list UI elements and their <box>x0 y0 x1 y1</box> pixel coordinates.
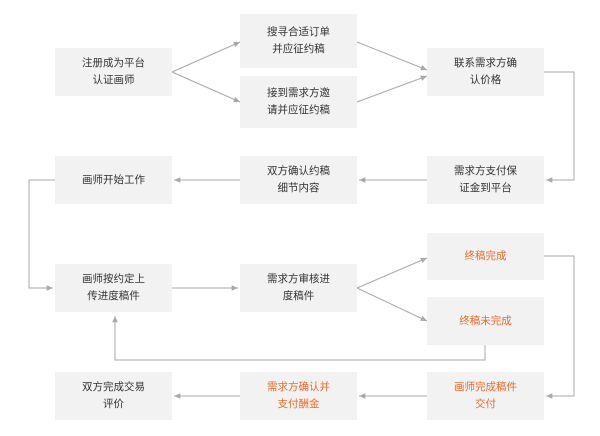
step-start-work: 画师开始工作 <box>55 156 172 204</box>
step-receive-invitation: 接到需求方邀 请并应征约稿 <box>240 76 357 128</box>
step-upload-progress: 画师按约定上 传进度稿件 <box>55 264 172 312</box>
step-client-deposit-label: 需求方支付保 证金到平台 <box>454 165 517 194</box>
arrow-review-to-notdone <box>356 287 428 322</box>
step-confirm-details-label: 双方确认约稿 细节内容 <box>267 165 330 194</box>
step-client-deposit: 需求方支付保 证金到平台 <box>427 156 544 204</box>
step-pay-reward-label: 需求方确认并 支付酬金 <box>267 381 330 410</box>
step-contact-client-label: 联系需求方确 认价格 <box>454 57 517 86</box>
step-search-orders: 搜寻合适订单 并应征约稿 <box>240 14 357 68</box>
arrow-search-to-contact <box>356 41 428 71</box>
step-review-progress: 需求方审核进 度稿件 <box>240 264 357 312</box>
arrow-review-to-done <box>356 257 428 289</box>
arrow-invited-to-contact <box>356 75 428 103</box>
step-register-label: 注册成为平台 认证画师 <box>82 57 145 86</box>
step-final-done-label: 终稿完成 <box>464 250 507 262</box>
arrow-done-to-deliver <box>544 255 575 399</box>
step-pay-reward: 需求方确认并 支付酬金 <box>240 372 357 420</box>
step-final-not-done: 终稿未完成 <box>427 297 544 345</box>
arrow-contact-to-deposit <box>544 71 575 183</box>
step-review-progress-label: 需求方审核进 度稿件 <box>267 273 330 302</box>
step-evaluate: 双方完成交易 评价 <box>55 372 172 420</box>
step-receive-invitation-label: 接到需求方邀 请并应征约稿 <box>267 87 330 116</box>
step-final-not-done-label: 终稿未完成 <box>459 314 512 327</box>
step-final-done: 终稿完成 <box>427 233 544 280</box>
step-contact-client: 联系需求方确 认价格 <box>427 48 544 96</box>
step-deliver-label: 画师完成稿件 交付 <box>454 381 517 410</box>
step-upload-progress-label: 画师按约定上 传进度稿件 <box>82 273 145 302</box>
step-register: 注册成为平台 认证画师 <box>55 48 172 96</box>
step-search-orders-label: 搜寻合适订单 并应征约稿 <box>267 26 330 55</box>
arrow-register-to-search <box>171 41 241 73</box>
step-confirm-details: 双方确认约稿 细节内容 <box>240 156 357 204</box>
step-evaluate-label: 双方完成交易 评价 <box>82 381 145 410</box>
arrow-start-to-upload <box>28 179 55 291</box>
arrow-register-to-invited <box>171 71 241 103</box>
step-start-work-label: 画师开始工作 <box>82 173 145 186</box>
arrow-notdone-to-upload <box>112 316 486 361</box>
step-deliver: 画师完成稿件 交付 <box>427 372 544 420</box>
